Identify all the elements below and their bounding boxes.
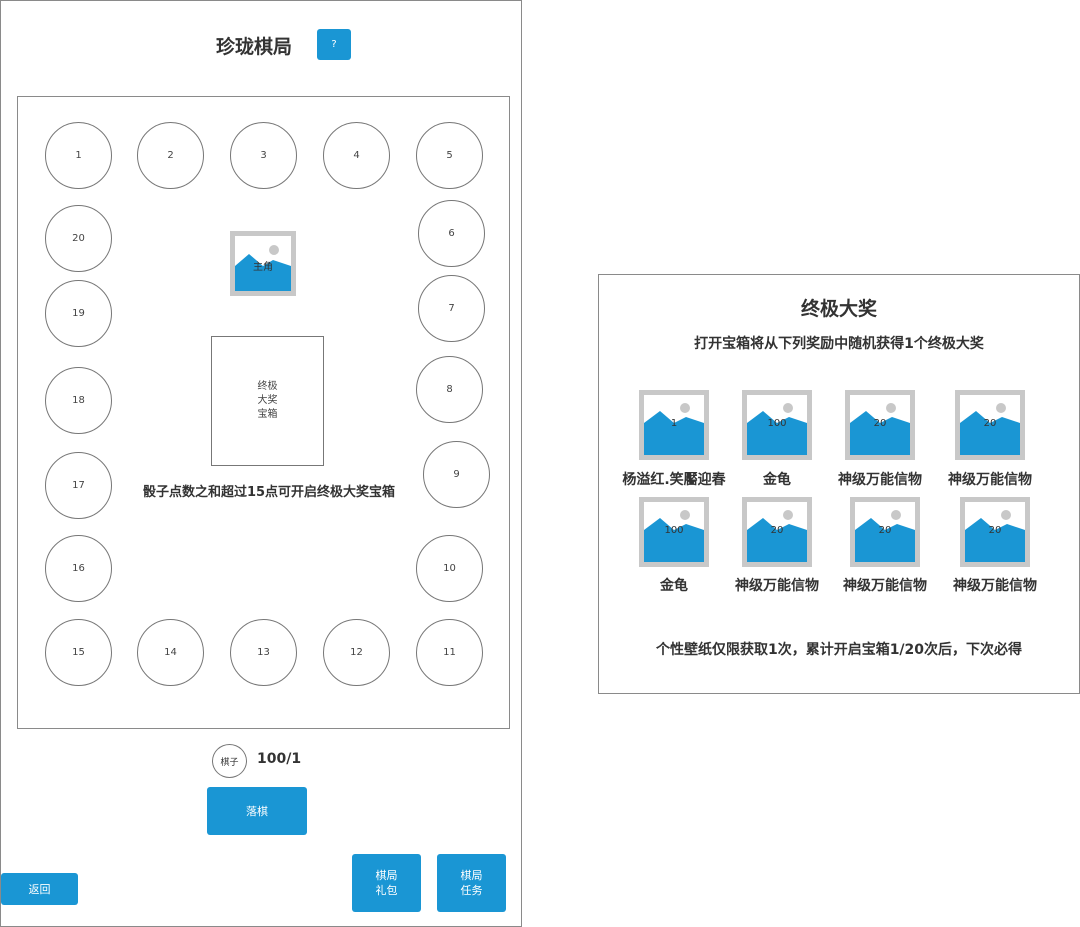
prize-item[interactable]: 100 <box>639 497 709 567</box>
image-placeholder-icon <box>235 245 291 291</box>
board-cell-11[interactable]: 11 <box>416 619 483 686</box>
board-cell-6[interactable]: 6 <box>418 200 485 267</box>
board-cell-3[interactable]: 3 <box>230 122 297 189</box>
grand-prize-panel: 终极大奖 打开宝箱将从下列奖励中随机获得1个终极大奖 1 杨溢红.笑靨迎春 10… <box>598 274 1080 694</box>
prize-item[interactable]: 20 <box>850 497 920 567</box>
grand-prize-chest[interactable]: 终极 大奖 宝箱 <box>211 336 324 466</box>
piece-token: 棋子 <box>212 744 247 778</box>
prize-qty: 20 <box>770 525 784 536</box>
guarantee-note: 个性壁纸仅限获取1次，累计开启宝箱1/20次后，下次必得 <box>655 642 1023 658</box>
prize-name: 神级万能信物 <box>948 472 1032 488</box>
prize-name: 杨溢红.笑靨迎春 <box>622 472 726 488</box>
board-cell-10[interactable]: 10 <box>416 535 483 602</box>
board-cell-5[interactable]: 5 <box>416 122 483 189</box>
board-cell-2[interactable]: 2 <box>137 122 204 189</box>
image-placeholder-icon <box>850 403 910 455</box>
prize-item[interactable]: 20 <box>955 390 1025 460</box>
game-board: 1 2 3 4 5 6 7 8 9 10 11 12 13 14 15 16 1… <box>17 96 510 729</box>
gift-pack-label-1: 棋局 <box>375 869 398 882</box>
board-cell-4[interactable]: 4 <box>323 122 390 189</box>
panel-title: 终极大奖 <box>800 298 877 320</box>
prize-name: 金龟 <box>763 472 791 488</box>
prize-qty: 20 <box>873 418 887 429</box>
prize-qty: 20 <box>878 525 892 536</box>
image-placeholder-icon <box>747 510 807 562</box>
prize-name: 神级万能信物 <box>735 578 819 594</box>
prize-qty: 100 <box>664 525 684 536</box>
hero-label: 主角 <box>253 262 273 273</box>
chest-label-line-3: 宝箱 <box>257 409 278 420</box>
prize-qty: 100 <box>767 418 787 429</box>
chest-hint-text: 骰子点数之和超过15点可开启终极大奖宝箱 <box>142 485 396 500</box>
board-cell-15[interactable]: 15 <box>45 619 112 686</box>
board-cell-20[interactable]: 20 <box>45 205 112 272</box>
drop-piece-button[interactable]: 落棋 <box>207 787 307 835</box>
image-placeholder-icon <box>644 403 704 455</box>
board-cell-9[interactable]: 9 <box>423 441 490 508</box>
prize-name: 神级万能信物 <box>953 578 1037 594</box>
piece-count: 100/1 <box>257 751 302 767</box>
page-title: 珍珑棋局 <box>216 36 293 58</box>
board-cell-8[interactable]: 8 <box>416 356 483 423</box>
board-cell-17[interactable]: 17 <box>45 452 112 519</box>
prize-item[interactable]: 20 <box>960 497 1030 567</box>
board-cell-16[interactable]: 16 <box>45 535 112 602</box>
board-cell-1[interactable]: 1 <box>45 122 112 189</box>
prize-name: 神级万能信物 <box>838 472 922 488</box>
back-button[interactable]: 返回 <box>1 873 78 905</box>
prize-name: 神级万能信物 <box>843 578 927 594</box>
hero-avatar[interactable]: 主角 <box>230 231 296 296</box>
prize-item[interactable]: 1 <box>639 390 709 460</box>
gift-pack-label-2: 礼包 <box>375 884 398 897</box>
image-placeholder-icon <box>747 403 807 455</box>
image-placeholder-icon <box>965 510 1025 562</box>
task-label-2: 任务 <box>460 884 483 897</box>
board-cell-19[interactable]: 19 <box>45 280 112 347</box>
board-cell-18[interactable]: 18 <box>45 367 112 434</box>
board-panel: 珍珑棋局 ? 1 2 3 4 5 6 7 8 9 10 11 12 13 14 … <box>0 0 522 927</box>
image-placeholder-icon <box>960 403 1020 455</box>
image-placeholder-icon <box>855 510 915 562</box>
prize-item[interactable]: 20 <box>742 497 812 567</box>
task-label-1: 棋局 <box>460 869 483 882</box>
board-cell-12[interactable]: 12 <box>323 619 390 686</box>
board-cell-13[interactable]: 13 <box>230 619 297 686</box>
prize-qty: 20 <box>988 525 1002 536</box>
prize-item[interactable]: 100 <box>742 390 812 460</box>
prize-qty: 1 <box>670 418 678 429</box>
prize-item[interactable]: 20 <box>845 390 915 460</box>
prize-qty: 20 <box>983 418 997 429</box>
gift-pack-button[interactable]: 棋局 礼包 <box>352 854 421 912</box>
chest-label-line-1: 终极 <box>257 381 278 392</box>
image-placeholder-icon <box>644 510 704 562</box>
board-cell-14[interactable]: 14 <box>137 619 204 686</box>
task-button[interactable]: 棋局 任务 <box>437 854 506 912</box>
prize-name: 金龟 <box>660 578 688 594</box>
panel-subtitle: 打开宝箱将从下列奖励中随机获得1个终极大奖 <box>694 336 984 352</box>
chest-label-line-2: 大奖 <box>257 395 278 406</box>
board-cell-7[interactable]: 7 <box>418 275 485 342</box>
help-button[interactable]: ? <box>317 29 351 60</box>
